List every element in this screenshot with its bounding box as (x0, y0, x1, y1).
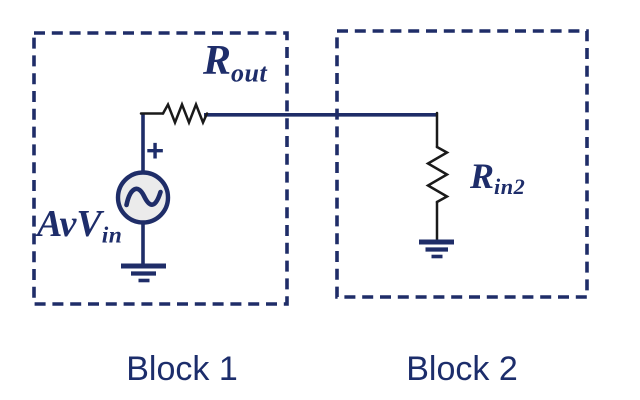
source-sine-wave (124, 186, 163, 208)
av-vin-subscript: in (101, 222, 123, 249)
ground-symbol-block2 (419, 239, 454, 259)
label-r-in2: Rin2 (470, 158, 525, 199)
source-polarity-plus-sign: + (145, 133, 165, 168)
block1-dashed-boundary (32, 31, 289, 306)
block2-dashed-boundary (335, 29, 589, 299)
r-in2-base: R (470, 156, 495, 196)
rout-zigzag (161, 101, 209, 126)
ground-symbol-block1 (121, 263, 166, 283)
r-in2-subscript: in2 (494, 174, 526, 200)
r-out-subscript: out (231, 58, 268, 88)
rin2-zigzag (425, 145, 450, 204)
wires (141, 113, 437, 265)
resistor-symbol-rout (139, 101, 209, 126)
block2-caption: Block 2 (406, 350, 518, 388)
label-av-vin: AvVin (37, 205, 122, 248)
resistor-symbol-rin2 (425, 111, 450, 243)
label-r-out: Rout (203, 40, 267, 86)
voltage-source-symbol (115, 170, 171, 225)
block1-caption: Block 1 (126, 350, 238, 388)
av-vin-base: AvV (37, 203, 102, 245)
r-out-base: R (203, 38, 232, 84)
